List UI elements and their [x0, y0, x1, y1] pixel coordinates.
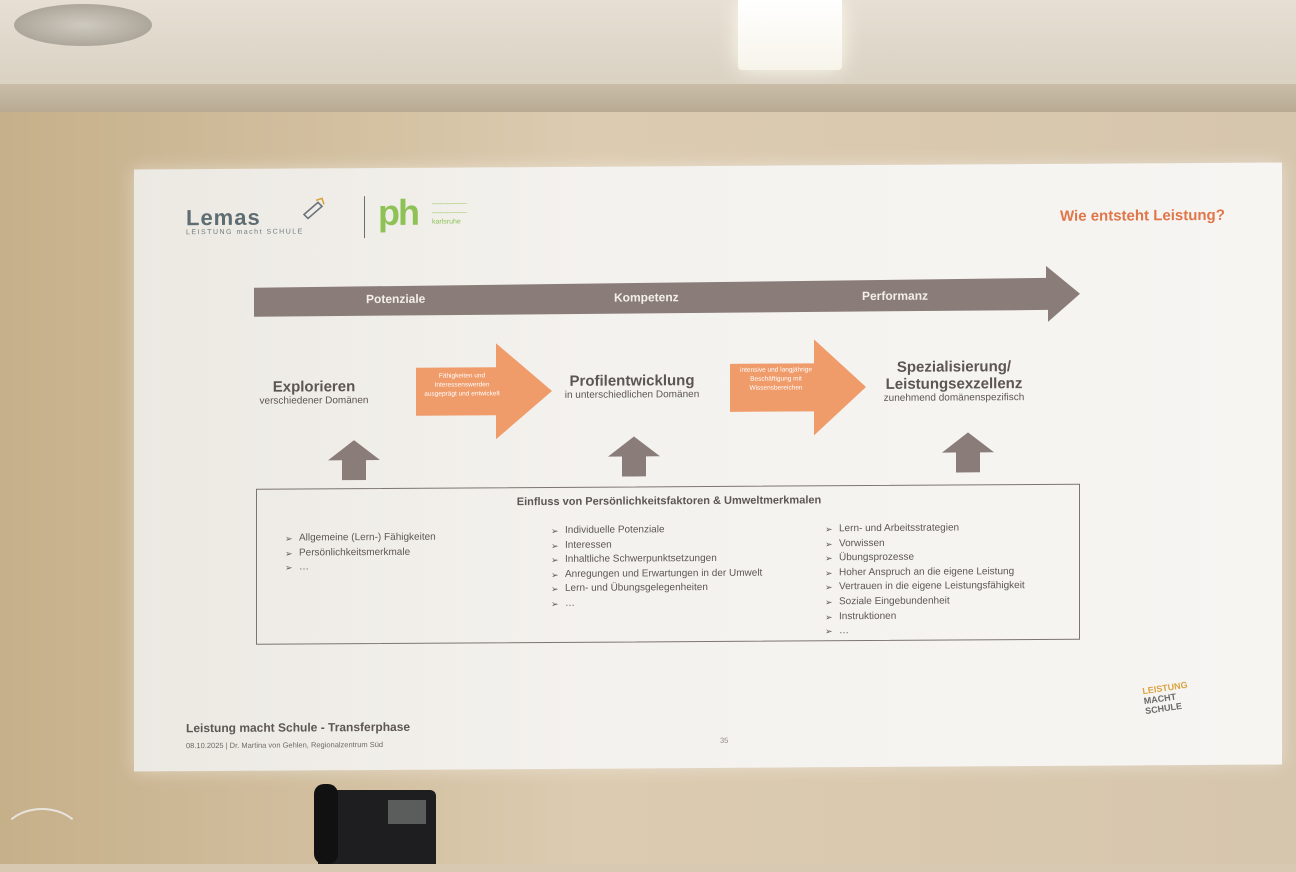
- list-item: Anregungen und Erwartungen in der Umwelt: [551, 566, 771, 582]
- ph-logo-city-name: karlsruhe: [432, 218, 461, 226]
- transition-arrow-1: [416, 343, 552, 440]
- phase-subtitle: verschiedener Domänen: [259, 395, 369, 407]
- pencil-icon: [302, 197, 325, 220]
- transition-text-2: intensive und langjährige Beschäftigung …: [740, 366, 812, 392]
- phase-profilentwicklung: Profilentwicklung in unterschiedlichen D…: [542, 372, 722, 401]
- phase-spezialisierung: Spezialisierung/ Leistungsexzellenz zune…: [854, 358, 1054, 404]
- slide-title: Wie entsteht Leistung?: [1060, 206, 1225, 225]
- phase-title: Profilentwicklung: [569, 372, 695, 390]
- leistung-macht-schule-logo: LEISTUNG MACHT SCHULE: [1142, 672, 1247, 753]
- phase-subtitle: in unterschiedlichen Domänen: [564, 389, 700, 401]
- list-item: Instruktionen: [825, 608, 1077, 624]
- phase-title: Spezialisierung/ Leistungsexzellenz: [885, 358, 1023, 393]
- list-item: Persönlichkeitsmerkmale: [285, 545, 455, 561]
- up-arrow-icon: [608, 436, 660, 477]
- list-item: Lern- und Arbeitsstrategien: [825, 521, 1077, 537]
- lemas-logo-subtitle: LEISTUNG macht SCHULE: [186, 228, 304, 237]
- transition-arrow-2: [730, 339, 866, 436]
- list-item: Vertrauen in die eigene Leistungsfähigke…: [825, 579, 1077, 595]
- cable: [0, 808, 84, 872]
- phase-subtitle: zunehmend domänenspezifisch: [883, 392, 1025, 404]
- phase-title: Explorieren: [272, 378, 356, 396]
- ceiling-lamp: [738, 0, 842, 70]
- transition-text-1: Fähigkeiten und Interessenswerden ausgep…: [424, 372, 500, 398]
- influence-column-1: Allgemeine (Lern-) Fähigkeiten Persönlic…: [285, 531, 455, 576]
- list-item: …: [285, 560, 455, 576]
- footer-title: Leistung macht Schule - Transferphase: [186, 719, 411, 736]
- list-item: Allgemeine (Lern-) Fähigkeiten: [285, 531, 455, 547]
- lemas-logo-word: Lemas: [186, 204, 261, 231]
- ph-logo: ph: [378, 191, 418, 234]
- stage-label-performanz: Performanz: [862, 288, 929, 304]
- phase-explorieren: Explorieren verschiedener Domänen: [244, 378, 384, 407]
- wall-cornice: [0, 84, 1296, 112]
- projected-slide: Lemas LEISTUNG macht SCHULE ph —————————…: [134, 162, 1282, 772]
- phone-screen: [388, 800, 426, 824]
- up-arrow-icon: [328, 440, 380, 481]
- list-item: Soziale Eingebundenheit: [825, 594, 1077, 610]
- ceiling-speaker: [14, 4, 152, 46]
- ph-logo-city: ——————————karlsruhe: [432, 200, 467, 226]
- stage-arrow: [254, 265, 1080, 322]
- footer-subtitle: 08.10.2025 | Dr. Martina von Gehlen, Reg…: [186, 739, 384, 751]
- influence-column-3: Lern- und Arbeitsstrategien Vorwissen Üb…: [825, 521, 1077, 639]
- influence-title: Einfluss von Persönlichkeitsfaktoren & U…: [516, 494, 822, 509]
- up-arrow-icon: [942, 432, 994, 473]
- lemas-logo: Lemas LEISTUNG macht SCHULE: [186, 204, 304, 236]
- list-item: Übungsprozesse: [825, 550, 1077, 566]
- list-item: Interessen: [551, 537, 771, 553]
- page-number: 35: [720, 735, 729, 745]
- phone-handset: [314, 784, 338, 864]
- list-item: …: [551, 596, 771, 612]
- list-item: Inhaltliche Schwerpunktsetzungen: [551, 552, 771, 568]
- stage-label-potenziale: Potenziale: [366, 291, 426, 307]
- influence-box: Einfluss von Persönlichkeitsfaktoren & U…: [256, 483, 1080, 645]
- desk-phone: [314, 784, 436, 864]
- list-item: Lern- und Übungsgelegenheiten: [551, 581, 771, 597]
- ceiling: [0, 0, 1296, 92]
- logo-divider: [364, 196, 365, 239]
- influence-column-2: Individuelle Potenziale Interessen Inhal…: [551, 523, 771, 612]
- list-item: …: [825, 623, 1077, 639]
- stage-label-kompetenz: Kompetenz: [614, 290, 679, 305]
- list-item: Hoher Anspruch an die eigene Leistung: [825, 565, 1077, 581]
- list-item: Vorwissen: [825, 535, 1077, 551]
- list-item: Individuelle Potenziale: [551, 523, 771, 539]
